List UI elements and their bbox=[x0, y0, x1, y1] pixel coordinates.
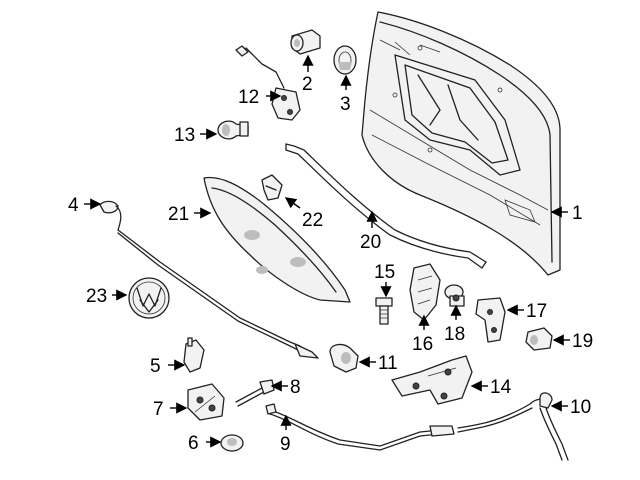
callout-22: 22 bbox=[302, 210, 323, 231]
callout-17: 17 bbox=[526, 301, 547, 322]
callout-15: 15 bbox=[374, 262, 395, 283]
seal-strip-20 bbox=[285, 143, 487, 269]
callout-2: 2 bbox=[302, 74, 313, 95]
grommet-11 bbox=[329, 343, 359, 373]
hinge-bracket-12 bbox=[235, 45, 301, 121]
callout-20: 20 bbox=[360, 232, 381, 253]
callout-1: 1 bbox=[572, 203, 583, 224]
latch-bracket-17 bbox=[475, 297, 506, 343]
callout-19: 19 bbox=[572, 331, 593, 352]
callout-7: 7 bbox=[153, 399, 164, 420]
latch-7 bbox=[187, 383, 225, 421]
callout-10: 10 bbox=[570, 397, 591, 418]
cap-19 bbox=[525, 327, 553, 351]
callout-arrows bbox=[84, 54, 570, 448]
clip-5 bbox=[183, 337, 205, 373]
callout-5: 5 bbox=[150, 356, 161, 377]
callout-8: 8 bbox=[290, 377, 301, 398]
callout-labels: 1 2 3 4 5 6 7 8 9 10 11 12 13 14 15 16 1… bbox=[68, 74, 593, 455]
clip-22 bbox=[261, 174, 283, 201]
stud-18 bbox=[444, 284, 465, 307]
insulation-pad-21 bbox=[203, 176, 351, 303]
callout-3: 3 bbox=[340, 94, 351, 115]
release-cable-4 bbox=[99, 200, 319, 359]
callout-4: 4 bbox=[68, 195, 79, 216]
nut-6 bbox=[220, 434, 244, 452]
hood-panel bbox=[361, 11, 561, 276]
bolt-8 bbox=[235, 379, 275, 407]
callout-11: 11 bbox=[378, 353, 398, 374]
release-cable-9-10 bbox=[265, 392, 569, 461]
bump-stop-3 bbox=[333, 45, 357, 75]
callout-13: 13 bbox=[174, 125, 195, 146]
bump-stop-2 bbox=[290, 29, 321, 55]
callout-21: 21 bbox=[168, 204, 189, 225]
vw-emblem-23 bbox=[128, 277, 170, 319]
callout-14: 14 bbox=[490, 377, 512, 398]
callout-12: 12 bbox=[238, 87, 259, 108]
callout-23: 23 bbox=[86, 286, 107, 307]
grommet-13 bbox=[217, 120, 249, 140]
callout-16: 16 bbox=[412, 334, 433, 355]
callout-6: 6 bbox=[188, 433, 199, 454]
callout-9: 9 bbox=[280, 434, 291, 455]
hinge-14 bbox=[391, 355, 473, 405]
bolt-15 bbox=[375, 297, 393, 325]
latch-guide-16 bbox=[409, 263, 441, 321]
callout-18: 18 bbox=[444, 324, 465, 345]
